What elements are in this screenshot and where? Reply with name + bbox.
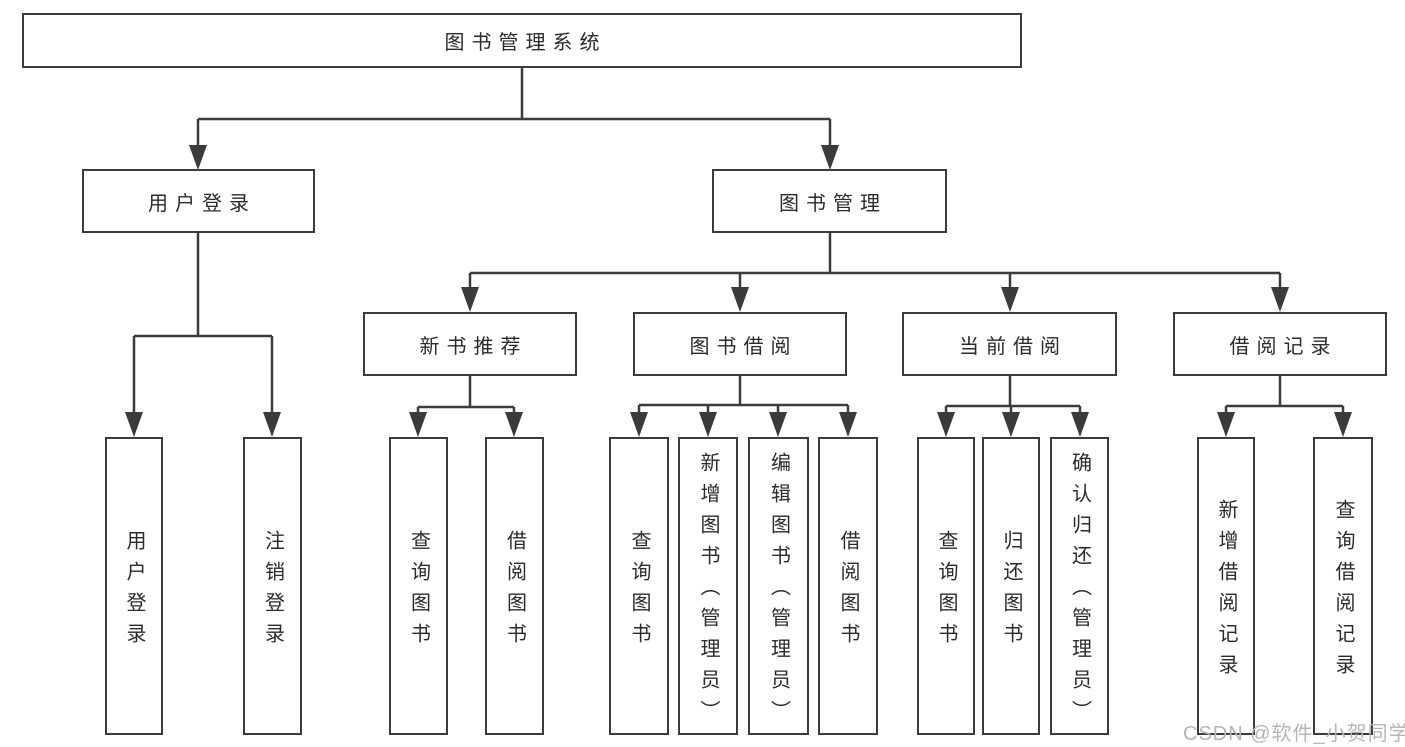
node-label: 图书借阅 — [689, 335, 798, 358]
node-borrow-records: 借阅记录 — [1173, 312, 1387, 376]
connector-path — [132, 68, 1345, 413]
node-label: 借阅记录 — [1229, 335, 1338, 358]
node-label: 借阅图书 — [503, 529, 526, 654]
leaf-logout: 注销登录 — [243, 437, 302, 735]
node-label: 确认归还（管理员） — [1068, 452, 1091, 731]
leaf-edit-book-admin: 编辑图书（管理员） — [748, 437, 809, 735]
node-label: 新书推荐 — [419, 335, 528, 358]
node-label: 图书管理系统 — [444, 32, 607, 54]
leaf-borrow-book: 借阅图书 — [818, 437, 878, 735]
node-label: 当前借阅 — [959, 335, 1067, 358]
node-label: 新增图书（管理员） — [697, 452, 719, 731]
node-label: 查询图书 — [935, 529, 957, 654]
node-label: 用户登录 — [148, 192, 256, 215]
leaf-query-book-recommend: 查询图书 — [389, 437, 448, 735]
node-label: 归还图书 — [1000, 529, 1022, 654]
node-label: 查询图书 — [628, 529, 650, 654]
node-label: 借阅图书 — [837, 529, 859, 654]
arrowheads — [125, 145, 1352, 437]
node-root: 图书管理系统 — [22, 13, 1022, 68]
leaf-confirm-return-admin: 确认归还（管理员） — [1050, 437, 1109, 735]
node-user-login: 用户登录 — [82, 169, 315, 233]
node-label: 新增借阅记录 — [1215, 498, 1237, 685]
leaf-add-borrow-record: 新增借阅记录 — [1197, 437, 1255, 735]
node-label: 编辑图书（管理员） — [767, 452, 790, 731]
node-label: 查询借阅记录 — [1332, 498, 1354, 685]
node-label: 图书管理 — [779, 192, 887, 215]
leaf-user-login: 用户登录 — [105, 437, 163, 735]
node-book-management: 图书管理 — [712, 169, 947, 233]
leaf-add-book-admin: 新增图书（管理员） — [678, 437, 738, 735]
leaf-borrow-book-recommend: 借阅图书 — [485, 437, 544, 735]
node-new-book-recommend: 新书推荐 — [363, 312, 577, 376]
node-label: 查询图书 — [407, 529, 430, 654]
leaf-query-book-borrow: 查询图书 — [609, 437, 669, 735]
watermark: CSDN @软件_小贺同学 — [1183, 723, 1405, 745]
node-label: 注销登录 — [261, 529, 284, 654]
node-book-borrow: 图书借阅 — [633, 312, 847, 376]
leaf-return-book: 归还图书 — [982, 437, 1040, 735]
leaf-query-borrow-record: 查询借阅记录 — [1313, 437, 1373, 735]
node-current-borrow: 当前借阅 — [902, 312, 1117, 376]
node-label: 用户登录 — [123, 529, 145, 654]
leaf-query-book-current: 查询图书 — [917, 437, 975, 735]
